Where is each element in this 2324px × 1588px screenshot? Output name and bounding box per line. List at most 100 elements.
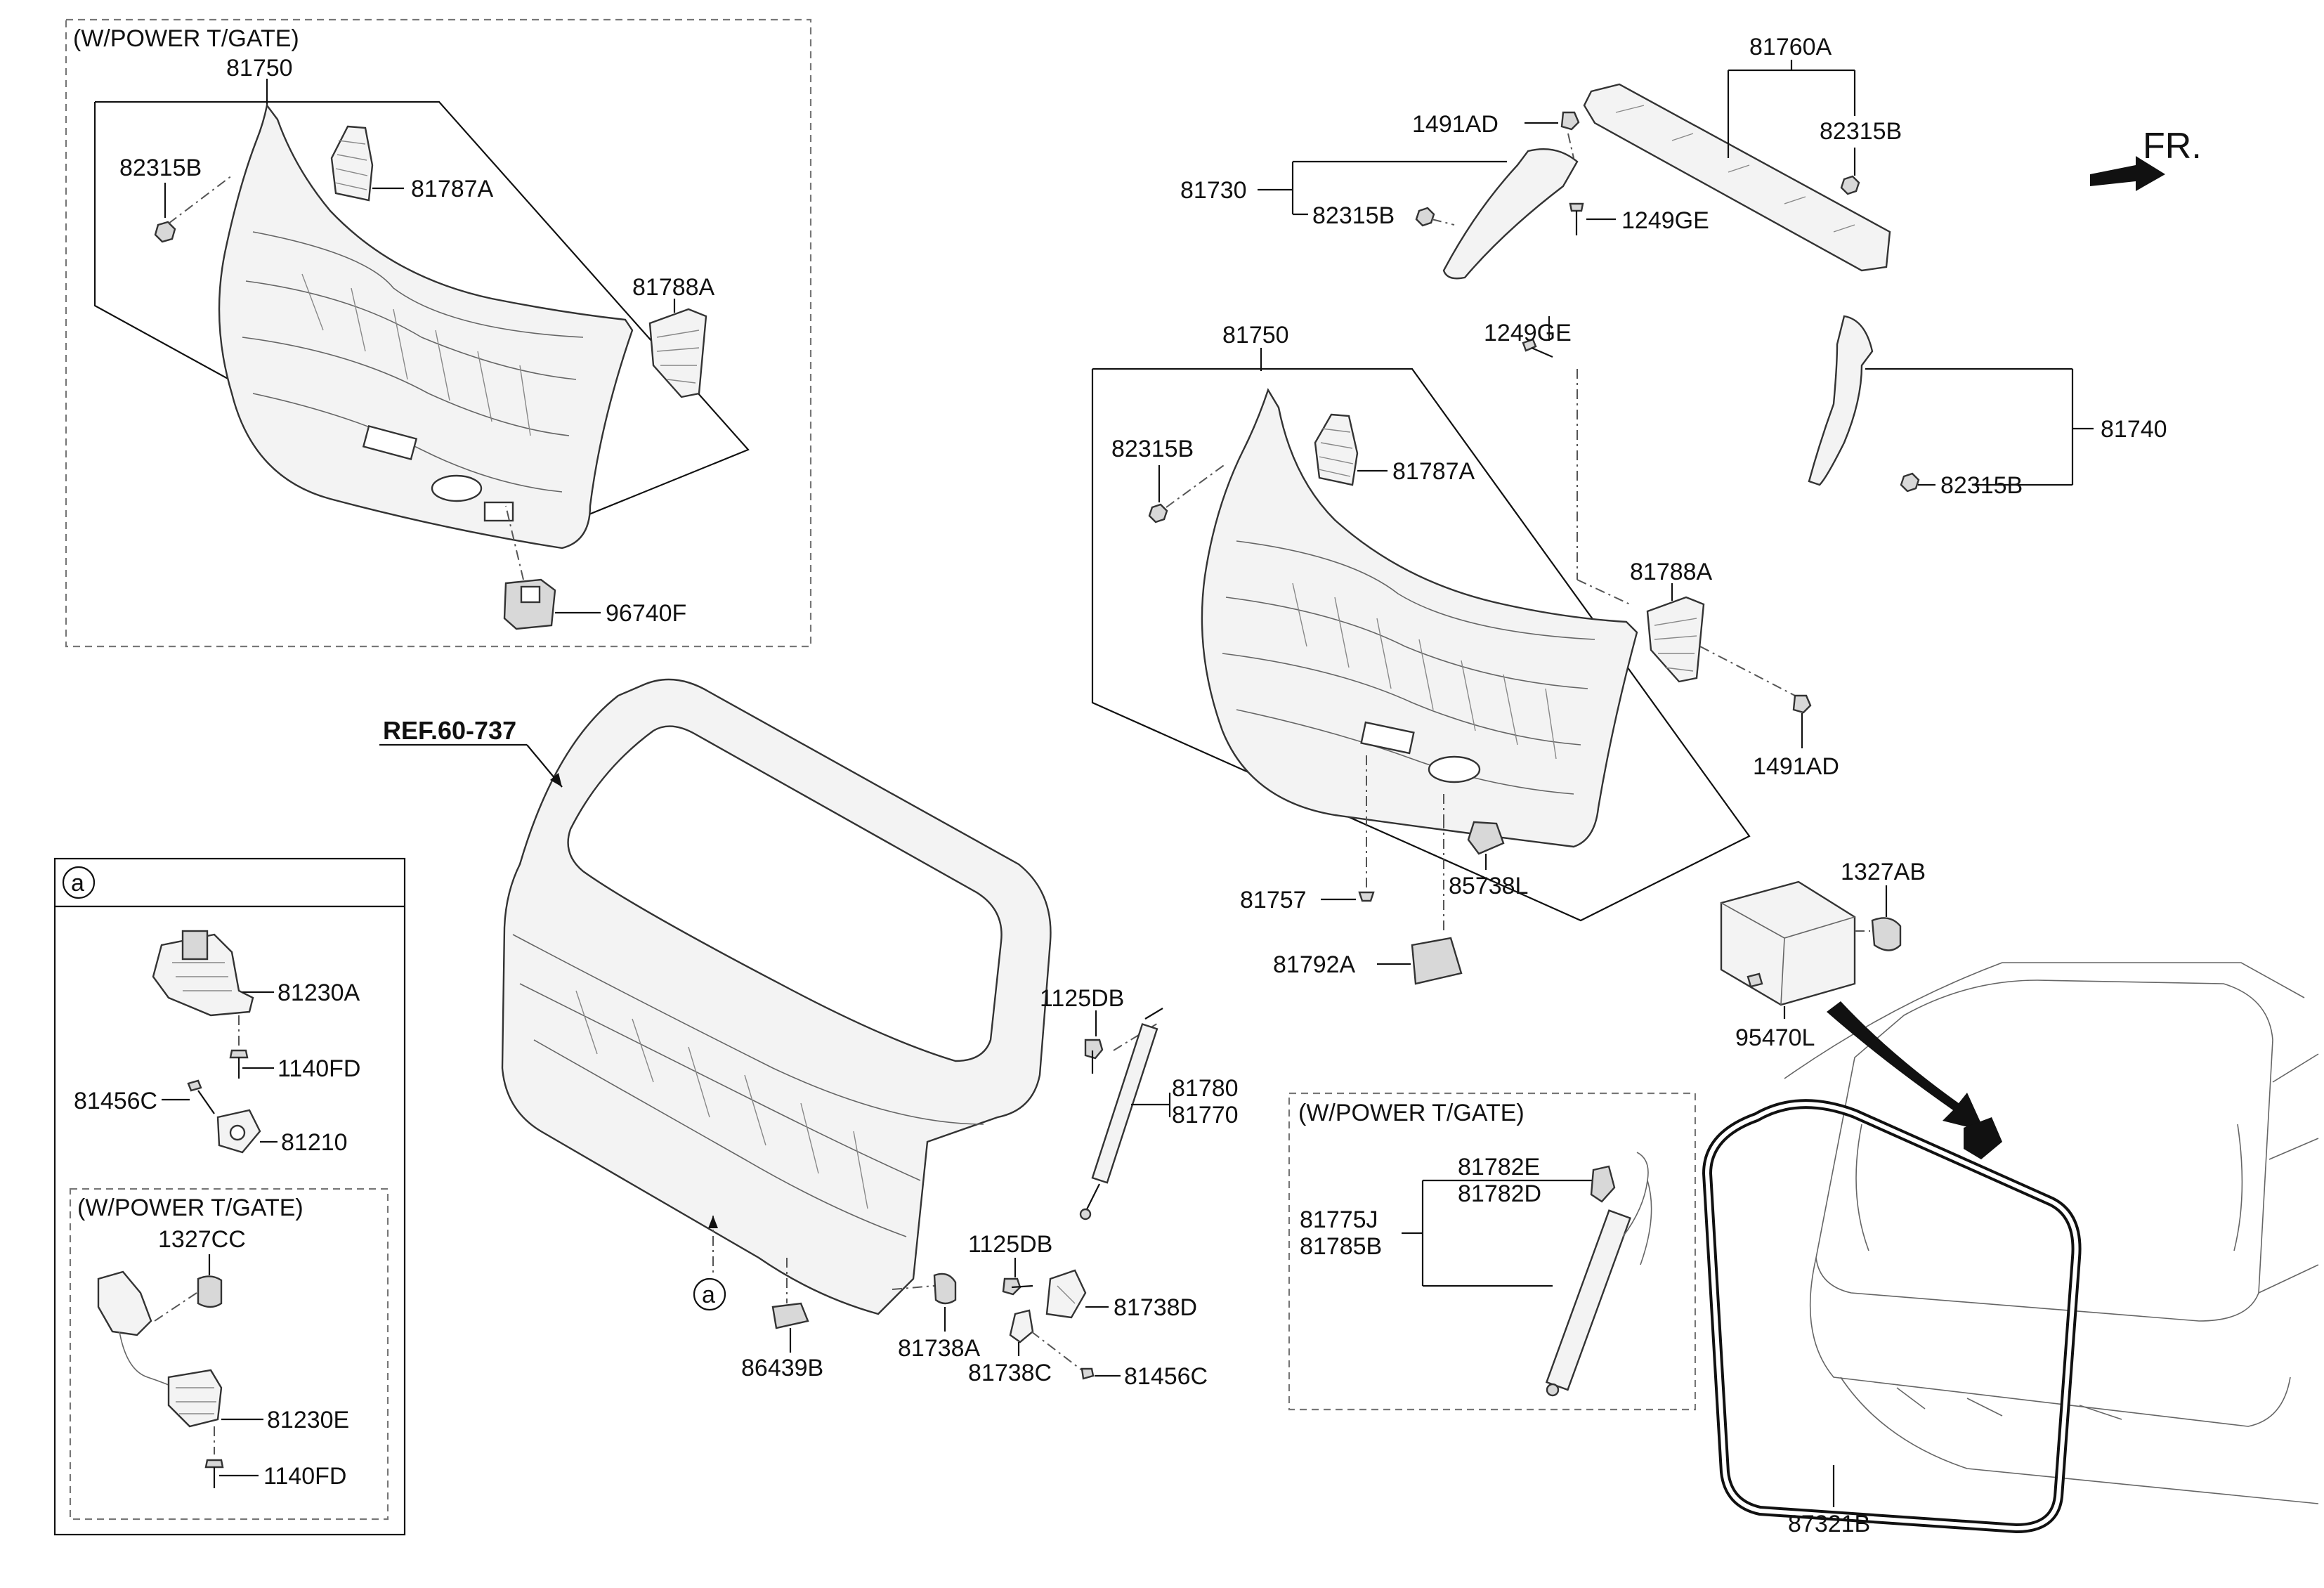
vehicle-side-lines xyxy=(2258,1053,2319,1294)
detail-a-letter: a xyxy=(71,870,84,897)
power-tgate-box-header: (W/POWER T/GATE) xyxy=(73,25,299,52)
label-81757: 81757 xyxy=(1240,887,1307,913)
pad-81787A-top-hatch xyxy=(334,140,368,190)
pad-81788A-top xyxy=(648,308,707,398)
bumper-81738A xyxy=(933,1273,957,1305)
label-82315B-r3: 82315B xyxy=(1940,472,2023,499)
front-direction-indicator: FR. xyxy=(2090,126,2202,191)
callout-a-letter: a xyxy=(702,1282,715,1308)
bracket-81738C xyxy=(1009,1309,1034,1343)
label-87321B: 87321B xyxy=(1788,1511,1870,1537)
label-1491AD-mid: 1491AD xyxy=(1753,753,1839,780)
plug-81757 xyxy=(1358,891,1375,902)
label-a-81230A: 81230A xyxy=(278,980,360,1006)
module-location-arrow-icon xyxy=(1827,1001,1985,1131)
clip-82315B-r1 xyxy=(1840,175,1860,195)
tailgate-trim-panel-main xyxy=(1201,388,1638,848)
power-strut-box: (W/POWER T/GATE) 81782E 81782D 81775J 81… xyxy=(1288,1092,1697,1411)
mid-trim-slot xyxy=(1360,721,1415,755)
panel-crease-3 xyxy=(533,1039,907,1237)
label-81738D: 81738D xyxy=(1114,1294,1197,1321)
dash-96740F xyxy=(505,505,524,580)
vehicle-roof-line xyxy=(1784,962,2305,1079)
bracket-81782 xyxy=(1590,1165,1616,1203)
label-top-81788A: 81788A xyxy=(632,274,715,301)
label-a-1140FD-1: 1140FD xyxy=(278,1055,360,1082)
vehicle-lower-line xyxy=(1840,1377,2319,1504)
mid-rib-4 xyxy=(1236,709,1574,795)
trim-rib-2 xyxy=(245,280,577,380)
label-mid-81750: 81750 xyxy=(1222,322,1289,349)
mid-trim-hole xyxy=(1428,755,1481,783)
label-81770: 81770 xyxy=(1172,1102,1239,1128)
vehicle-lamp-lines xyxy=(1855,1124,2243,1251)
screw-81456C-r xyxy=(1081,1367,1095,1380)
weatherstrip-87321B xyxy=(1702,1099,2082,1534)
label-mid-82315B: 82315B xyxy=(1111,436,1194,462)
screw-81456C-a-head xyxy=(187,1079,202,1092)
ecu-95470L-edges xyxy=(1721,902,1855,1005)
ref-label: REF.60-737 xyxy=(383,716,516,745)
power-strut-box-header: (W/POWER T/GATE) xyxy=(1298,1100,1525,1126)
latch-81230A-motor xyxy=(181,930,209,961)
label-81775J: 81775J xyxy=(1300,1206,1378,1233)
nut-1327AB xyxy=(1871,917,1902,951)
pad-81788A-mid xyxy=(1646,596,1705,683)
bolt-1140FD-2-head xyxy=(204,1459,224,1469)
label-81738C: 81738C xyxy=(968,1360,1052,1386)
vehicle-tailgate-outline xyxy=(1815,980,2273,1322)
bolt-1125DB-b-shank xyxy=(1011,1284,1033,1289)
clip-82315B-top xyxy=(154,221,176,243)
label-81780: 81780 xyxy=(1172,1075,1239,1102)
label-1249GE-top: 1249GE xyxy=(1621,207,1709,234)
label-82315B-r2: 82315B xyxy=(1312,202,1395,229)
label-86439B: 86439B xyxy=(741,1355,823,1381)
strut-81780-rod-bottom xyxy=(1085,1183,1100,1213)
ecu-95470L-group: 95470L 1327AB xyxy=(1720,859,1926,1051)
power-strut-box-frame xyxy=(1288,1092,1697,1411)
detail-a-box: a 81230A 1140FD 81456C 81210 (W/POWER T/… xyxy=(53,857,406,1536)
dash-1327CC xyxy=(154,1292,197,1322)
latch-81230E-detail xyxy=(176,1387,216,1414)
label-1327AB: 1327AB xyxy=(1841,859,1926,885)
dash-1491AD-top xyxy=(1567,133,1574,159)
dash-1249GE-mid-2 xyxy=(1576,579,1631,605)
side-trim-81740 xyxy=(1808,315,1874,486)
pad-81788A-top-hatch xyxy=(656,330,700,384)
screw-1249GE-mid-head xyxy=(1522,338,1537,352)
label-mid-81788A: 81788A xyxy=(1630,559,1713,585)
mid-trim-group-frame xyxy=(1091,367,1751,922)
trim-rib-3 xyxy=(242,337,570,436)
tailgate-panel-group: REF.60-737 a 86439B 81738A xyxy=(379,678,1052,1381)
latch-81230A xyxy=(152,933,254,1017)
label-81792A: 81792A xyxy=(1273,951,1356,978)
vehicle-rear-view: 87321B xyxy=(1702,962,2319,1537)
clip-1491AD-mid xyxy=(1792,694,1812,714)
label-top-82315B: 82315B xyxy=(119,155,202,181)
striker-81210-hole xyxy=(229,1124,246,1141)
pad-81788A-mid-hatch xyxy=(1654,618,1697,672)
clip-82315B-mid xyxy=(1148,503,1168,523)
label-a-1327CC: 1327CC xyxy=(158,1226,246,1253)
label-1125DB-a: 1125DB xyxy=(1040,985,1124,1012)
tailgate-trim-panel-upper xyxy=(218,103,634,549)
dash-82315B-mid xyxy=(1166,463,1227,508)
latch-81230E xyxy=(167,1369,223,1428)
label-1249GE-mid: 1249GE xyxy=(1484,320,1572,346)
power-strut-end xyxy=(1546,1383,1560,1397)
label-81456C-r: 81456C xyxy=(1124,1363,1208,1390)
label-a-81456C: 81456C xyxy=(74,1088,157,1114)
power-tgate-trim-group: (W/POWER T/GATE) 81750 82315B 81787A 817… xyxy=(65,18,812,648)
ecu-95470L xyxy=(1720,880,1856,1006)
clip-82315B-r3 xyxy=(1900,472,1920,493)
detail-a-frame xyxy=(53,857,406,1536)
power-latch-actuator xyxy=(97,1270,152,1336)
ecu-95470L-tab xyxy=(1747,972,1763,988)
screw-1249GE-mid-shank xyxy=(1531,346,1553,358)
dash-82315B-r2 xyxy=(1431,219,1455,226)
label-1125DB-b: 1125DB xyxy=(968,1231,1052,1258)
trim-hatch xyxy=(301,273,531,436)
side-trim-81740-group: 81740 82315B xyxy=(1808,315,2167,499)
dash-81738A xyxy=(892,1285,935,1290)
detail-a-circle xyxy=(62,866,96,899)
